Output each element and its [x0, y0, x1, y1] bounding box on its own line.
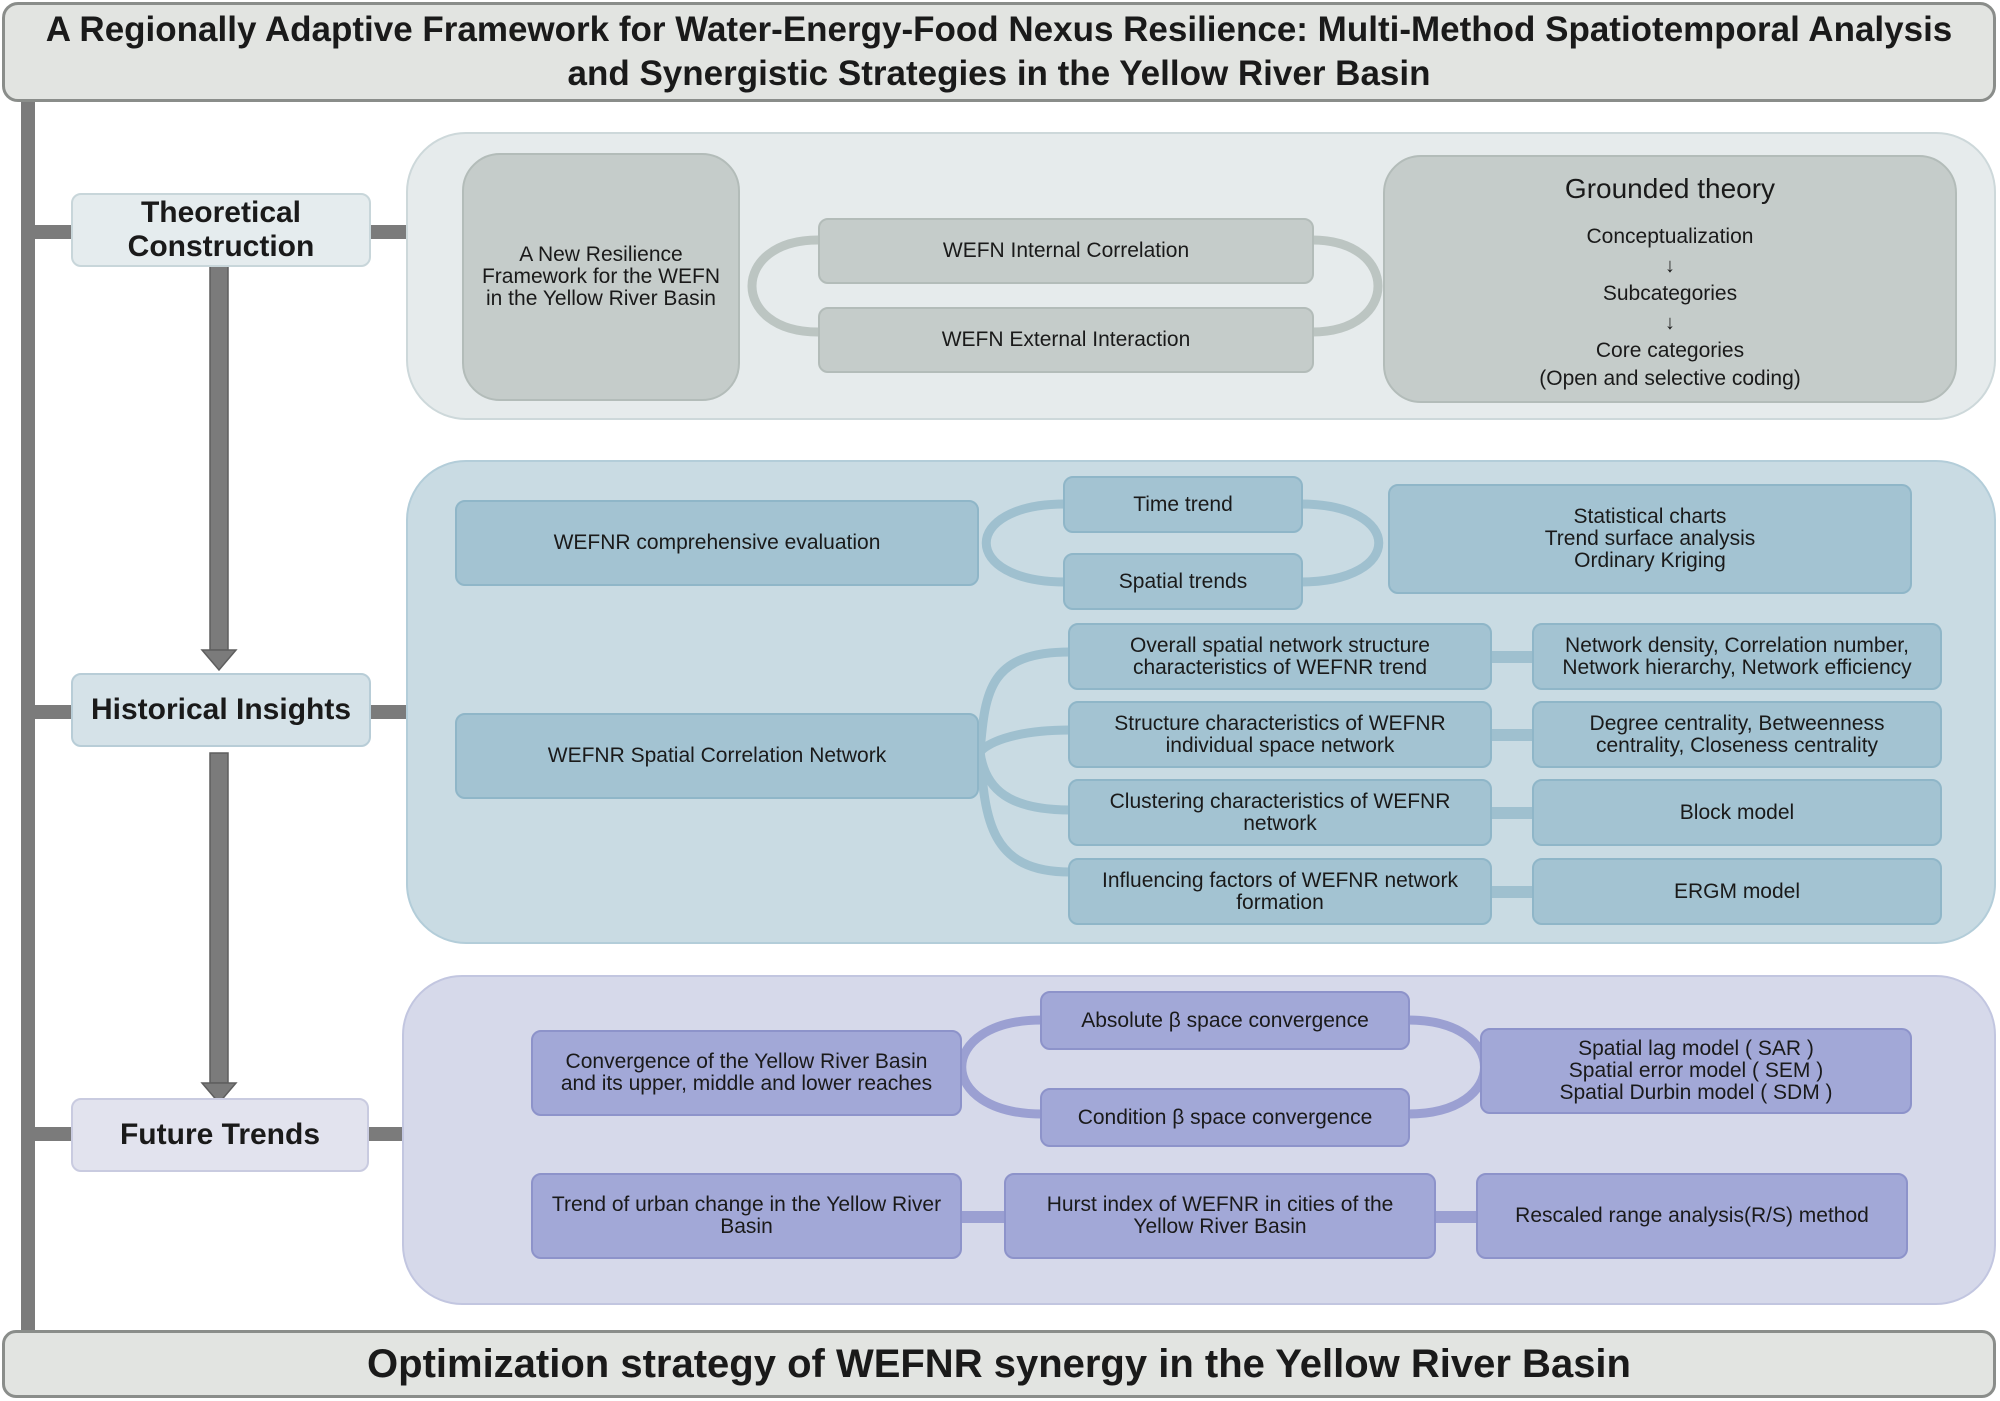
down-arrow-icon — [200, 752, 238, 1105]
connector-theory-right — [370, 225, 406, 239]
grounded-step-subcategories: Subcategories — [1602, 282, 1738, 305]
grounded-step-core-categories: Core categories — [1595, 339, 1745, 362]
vertical-backbone — [21, 102, 35, 1330]
down-arrows — [200, 265, 238, 1105]
condition-beta-convergence-box: Condition β space convergence — [1040, 1088, 1410, 1147]
grounded-step-conceptualization: Conceptualization — [1586, 225, 1754, 248]
basin-convergence-box: Convergence of the Yellow River Basin an… — [531, 1030, 962, 1116]
connector-history-right — [370, 705, 406, 719]
resilience-framework-box: A New Resilience Framework for the WEFN … — [462, 153, 740, 401]
evaluation-methods-box: Statistical charts Trend surface analysi… — [1388, 484, 1912, 594]
stage-historical-insights: Historical Insights — [71, 673, 371, 747]
network-metrics-centrality-box: Degree centrality, Betweenness centralit… — [1532, 701, 1942, 768]
network-aspect-influencing-factors: Influencing factors of WEFNR network for… — [1068, 858, 1492, 925]
wefnr-evaluation-box: WEFNR comprehensive evaluation — [455, 500, 979, 586]
wefn-internal-correlation-box: WEFN Internal Correlation — [818, 218, 1314, 284]
wefn-external-interaction-box: WEFN External Interaction — [818, 307, 1314, 373]
down-arrow-icon — [200, 265, 238, 672]
urban-change-trend-box: Trend of urban change in the Yellow Rive… — [531, 1173, 962, 1259]
grounded-step-coding: (Open and selective coding) — [1539, 367, 1801, 390]
grounded-theory-box: Grounded theory Conceptualization ↓ Subc… — [1383, 155, 1957, 403]
stage-future-trends: Future Trends — [71, 1098, 369, 1172]
ergm-model-box: ERGM model — [1532, 858, 1942, 925]
absolute-beta-convergence-box: Absolute β space convergence — [1040, 991, 1410, 1050]
down-arrow-icon: ↓ — [1665, 312, 1675, 334]
hurst-index-box: Hurst index of WEFNR in cities of the Ye… — [1004, 1173, 1436, 1259]
network-aspect-individual-structure: Structure characteristics of WEFNR indiv… — [1068, 701, 1492, 768]
spatial-trends-box: Spatial trends — [1063, 553, 1303, 610]
connector-future-left — [35, 1127, 71, 1141]
down-arrow-icon: ↓ — [1665, 255, 1675, 277]
spatial-models-box: Spatial lag model ( SAR ) Spatial error … — [1480, 1028, 1912, 1114]
connector-future-right — [367, 1127, 403, 1141]
optimization-strategy-banner: Optimization strategy of WEFNR synergy i… — [2, 1330, 1996, 1398]
stage-theoretical-construction: Theoretical Construction — [71, 193, 371, 267]
rescaled-range-analysis-box: Rescaled range analysis(R/S) method — [1476, 1173, 1908, 1259]
network-aspect-overall-structure: Overall spatial network structure charac… — [1068, 623, 1492, 690]
time-trend-box: Time trend — [1063, 476, 1303, 533]
network-metrics-density-box: Network density, Correlation number, Net… — [1532, 623, 1942, 690]
diagram-title: A Regionally Adaptive Framework for Wate… — [2, 2, 1996, 102]
connector-theory-left — [35, 225, 71, 239]
block-model-box: Block model — [1532, 779, 1942, 846]
grounded-theory-title: Grounded theory — [1564, 173, 1776, 204]
spatial-correlation-network-box: WEFNR Spatial Correlation Network — [455, 713, 979, 799]
connector-history-left — [35, 705, 71, 719]
network-aspect-clustering: Clustering characteristics of WEFNR netw… — [1068, 779, 1492, 846]
